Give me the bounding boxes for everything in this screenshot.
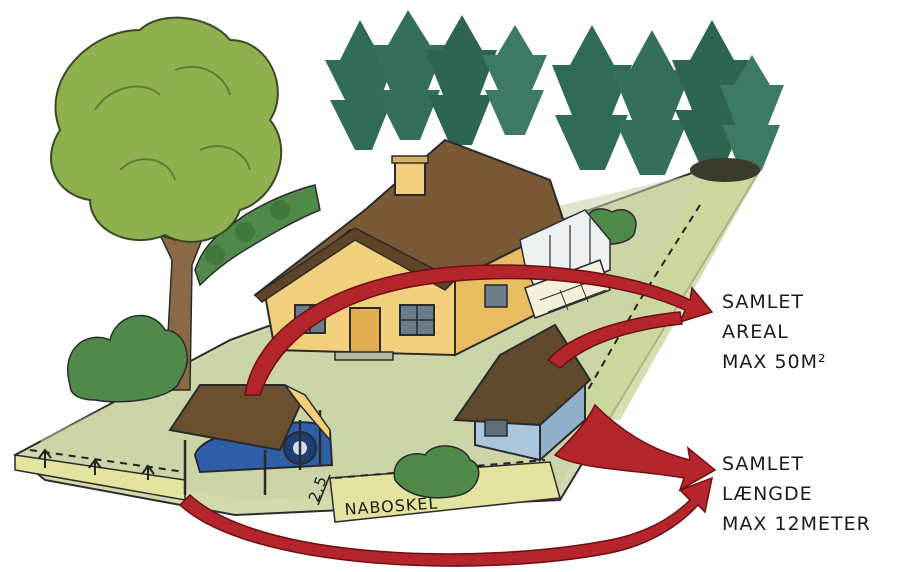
area-label-line1: SAMLET xyxy=(722,291,804,313)
length-label-line3: MAX 12METER xyxy=(722,513,871,535)
length-label-line2: LÆNGDE xyxy=(722,483,813,505)
area-label-line3: MAX 50M² xyxy=(722,351,827,373)
area-label: SAMLET AREAL MAX 50M² xyxy=(722,291,827,373)
area-label-line2: AREAL xyxy=(722,321,789,343)
length-label-line1: SAMLET xyxy=(722,453,804,475)
length-label: SAMLET LÆNGDE MAX 12METER xyxy=(722,453,871,535)
